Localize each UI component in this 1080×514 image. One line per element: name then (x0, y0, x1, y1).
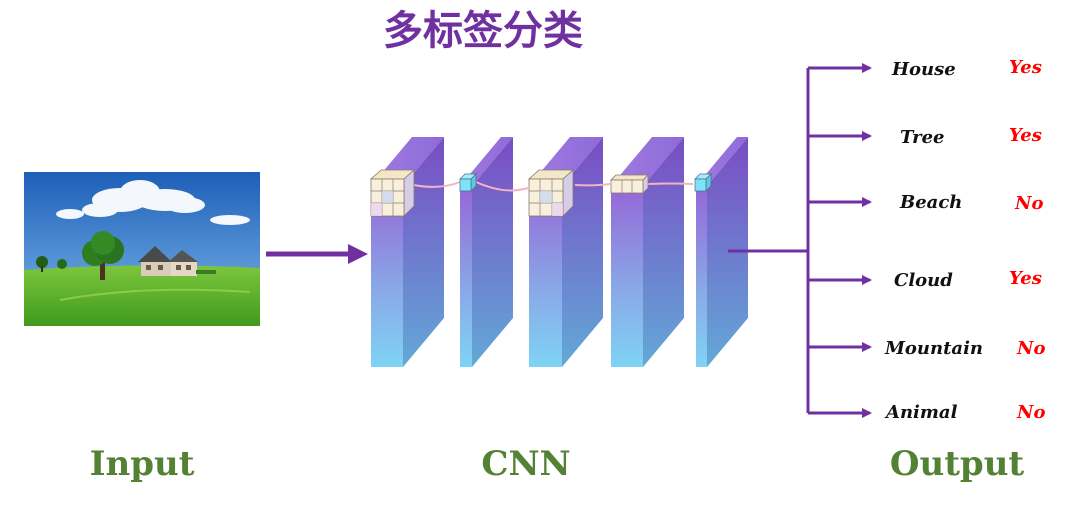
output-label-cloud: Cloud (894, 270, 953, 291)
output-answer-cloud: Yes (1009, 268, 1042, 289)
kernel-connections (413, 181, 694, 192)
section-label-cnn: CNN (481, 444, 570, 484)
kernel-cube-4 (610, 174, 649, 194)
output-label-beach: Beach (899, 192, 962, 213)
kernel-cube-3 (527, 169, 575, 217)
output-label-animal: Animal (884, 402, 958, 423)
kernel-cube-5 (694, 173, 712, 192)
input-to-cnn-arrow (266, 244, 368, 264)
cnn-layer-2 (460, 137, 513, 367)
section-label-input: Input (90, 444, 195, 484)
kernel-cube-2 (459, 173, 477, 192)
section-label-output: Output (890, 444, 1025, 484)
output-label-house: House (891, 59, 956, 80)
landscape-house-photo-icon (24, 172, 260, 326)
output-label-tree: Tree (900, 127, 944, 148)
cnn-layer-4 (611, 137, 684, 367)
output-answer-house: Yes (1009, 57, 1042, 78)
output-label-mountain: Mountain (884, 338, 983, 359)
output-answer-animal: No (1016, 402, 1045, 423)
output-answer-mountain: No (1016, 338, 1045, 359)
kernel-cube-1 (369, 169, 416, 217)
output-branch-lines (728, 63, 872, 418)
output-answer-beach: No (1014, 193, 1043, 214)
output-answer-tree: Yes (1009, 125, 1042, 146)
house-in-photo (138, 246, 198, 276)
output-list: House Yes Tree Yes Beach No Cloud Yes Mo… (884, 57, 1045, 423)
diagram-title: 多标签分类 (383, 7, 583, 54)
